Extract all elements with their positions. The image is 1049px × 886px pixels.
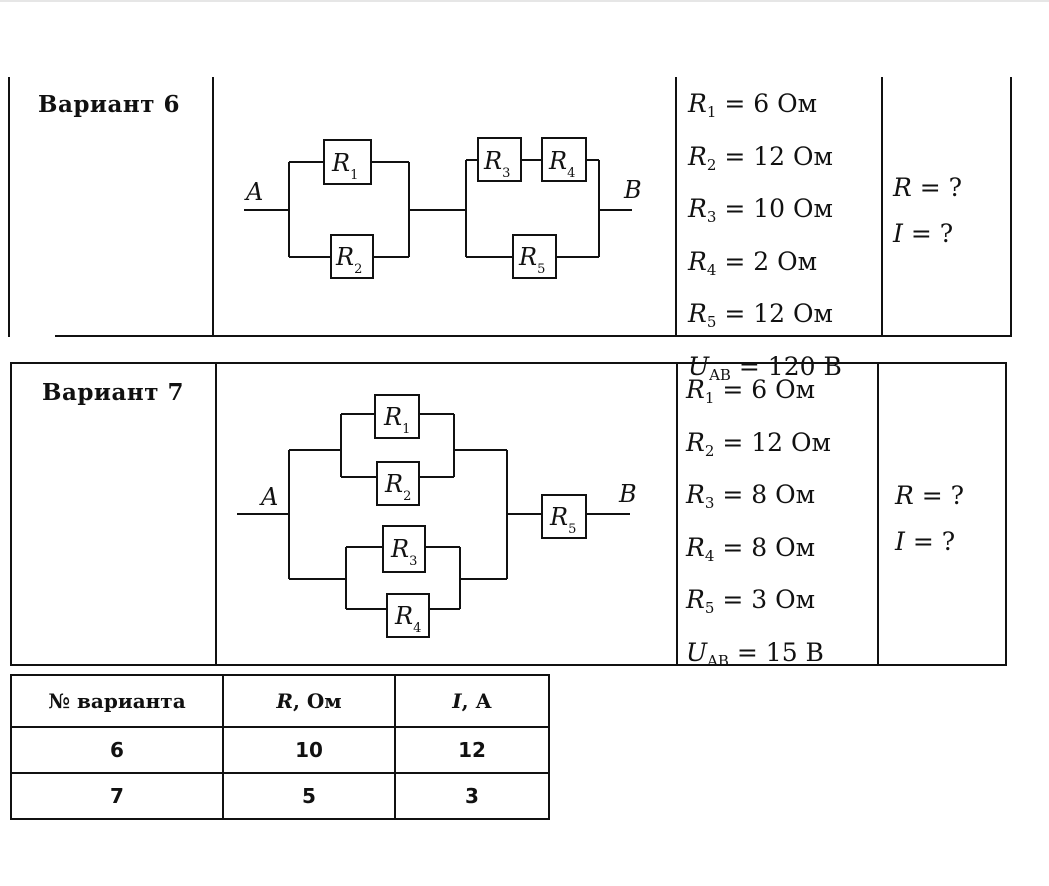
v7-border-right	[1005, 362, 1007, 666]
v6-border-left	[8, 77, 10, 337]
given-row: UAB = 15 В	[686, 637, 824, 670]
v7-border-bottom	[10, 664, 1007, 666]
given-row: R1 = 6 Ом	[686, 375, 816, 407]
given-row: R1 = 6 Ом	[688, 89, 818, 121]
given-row: R2 = 12 Ом	[686, 427, 831, 460]
v6-divider-2	[675, 77, 677, 337]
circuit-diagram-6: A B R1 R2 R3 R4 R5	[244, 137, 642, 279]
resistor-6-r1	[323, 139, 372, 185]
given-row: R3 = 8 Ом	[686, 480, 816, 512]
given-row: R5 = 12 Ом	[688, 299, 833, 331]
answers-table: № варианта R, Ом I, А 6 10 12 7 5 3	[10, 674, 550, 820]
table-row: 7 5 3	[10, 772, 550, 820]
v7-divider-2	[676, 362, 678, 666]
cell-variant: 6	[10, 726, 224, 774]
header-variant: № варианта	[10, 674, 224, 728]
given-row: R5 = 3 Ом	[686, 585, 816, 617]
v6-divider-3	[881, 77, 883, 337]
cell-resistance: 5	[222, 772, 396, 820]
variant-6-title: Вариант 6	[38, 91, 180, 118]
cell-variant: 7	[10, 772, 224, 820]
resistor-6-r4	[541, 137, 587, 182]
resistor-7-r3	[382, 525, 426, 573]
resistor-7-r1	[374, 394, 420, 439]
v7-border-left	[10, 362, 12, 666]
cell-current: 12	[394, 726, 550, 774]
table-row: 6 10 12	[10, 726, 550, 774]
terminal-a-7: A	[259, 483, 278, 511]
header-resistance: R, Ом	[222, 674, 396, 728]
v7-divider-1	[215, 362, 217, 666]
given-row: R4 = 8 Ом	[686, 532, 816, 565]
terminal-a-6: A	[244, 178, 263, 206]
given-row: R3 = 10 Ом	[688, 194, 833, 226]
page-top-edge	[0, 0, 1049, 2]
variant-7-title: Вариант 7	[42, 379, 184, 406]
resistor-7-r5	[541, 494, 587, 539]
v6-border-bottom	[55, 335, 1012, 337]
v6-border-right	[1010, 77, 1012, 337]
table-header-row: № варианта R, Ом I, А	[10, 674, 550, 728]
given-values-7: R1 = 6 Ом R2 = 12 Ом R3 = 8 Ом R4 = 8 Ом…	[686, 368, 831, 683]
resistor-7-r4	[386, 593, 430, 638]
cell-resistance: 10	[222, 726, 396, 774]
v7-divider-3	[877, 362, 879, 666]
resistor-6-r2	[330, 234, 374, 279]
v6-divider-1	[212, 77, 214, 337]
terminal-b-6: B	[623, 176, 642, 204]
given-values-6: R1 = 6 Ом R2 = 12 Ом R3 = 10 Ом R4 = 2 О…	[688, 82, 842, 397]
unknowns-6: R = ? I = ?	[893, 173, 963, 248]
given-row: R2 = 12 Ом	[688, 141, 833, 174]
circuit-diagram-7: A B R1 R2 R3 R4 R5	[237, 394, 637, 638]
given-row: R4 = 2 Ом	[688, 246, 818, 279]
resistor-7-r2	[376, 461, 420, 506]
resistor-6-r5	[512, 234, 557, 279]
header-current: I, А	[394, 674, 550, 728]
resistor-6-r3	[477, 137, 522, 182]
terminal-b-7: B	[618, 480, 637, 508]
unknowns-7: R = ? I = ?	[895, 481, 965, 556]
v7-border-top	[10, 362, 1007, 364]
given-row: UAB = 120 В	[688, 351, 842, 384]
cell-current: 3	[394, 772, 550, 820]
